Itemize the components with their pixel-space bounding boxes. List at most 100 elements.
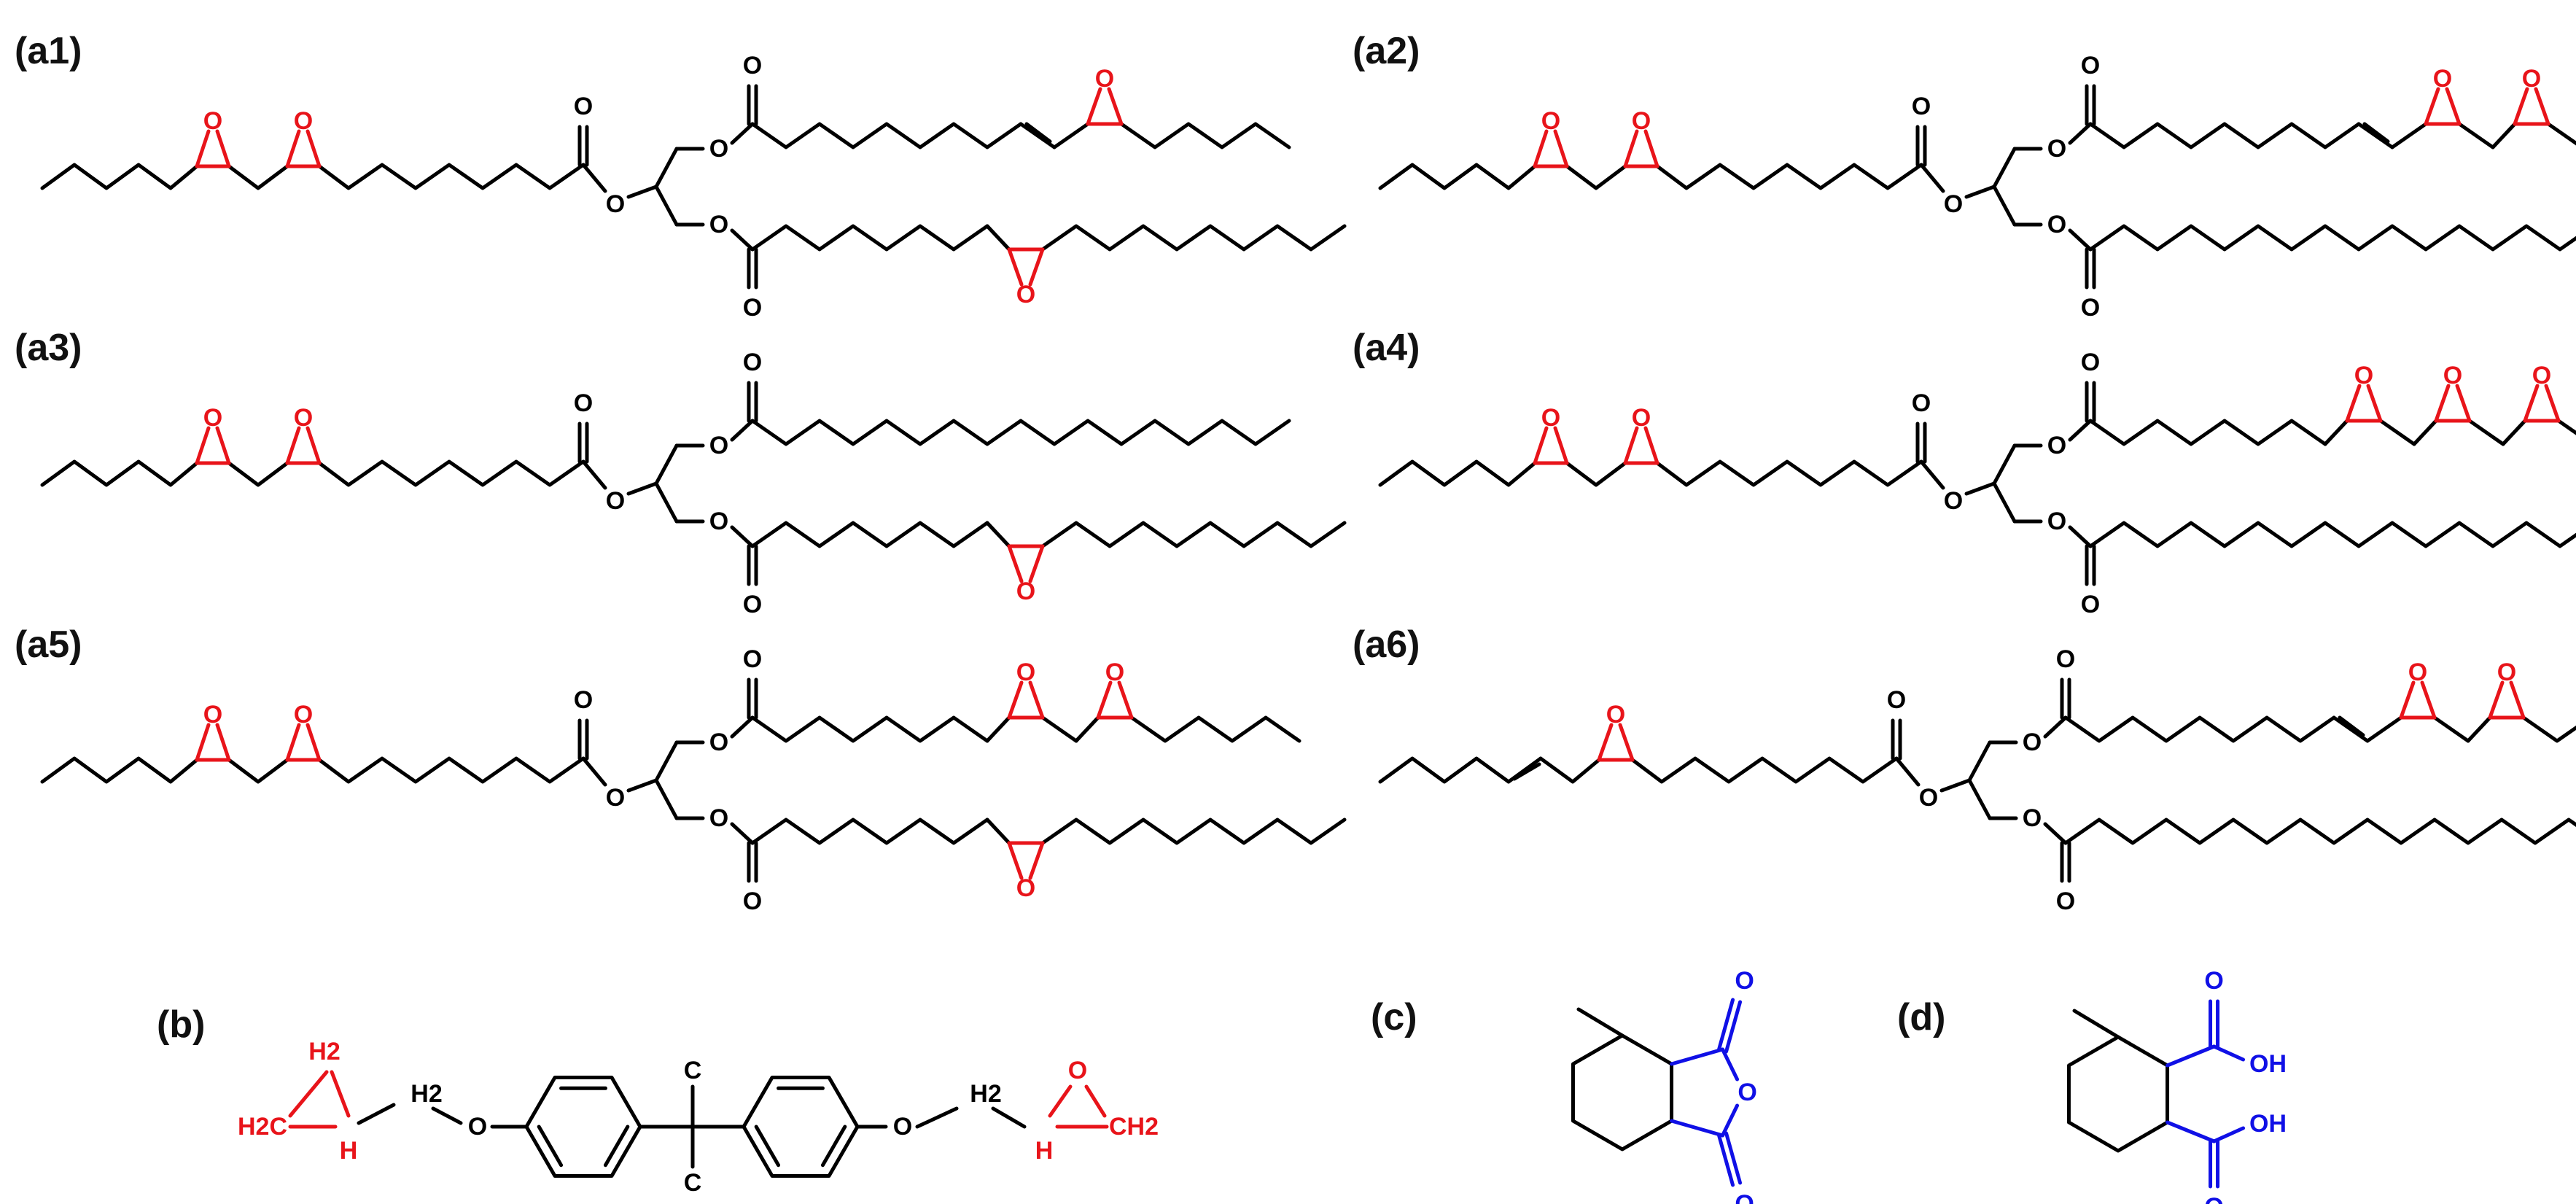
bond <box>1024 122 1052 144</box>
panel-label-d: (d) <box>1897 996 1945 1038</box>
epoxide-oxygen: O <box>1095 65 1114 93</box>
bond <box>2323 419 2349 446</box>
epoxide-oxygen: O <box>2522 65 2541 93</box>
carbonyl-oxygen: O <box>2056 888 2075 915</box>
epoxide-oxygen: O <box>2443 362 2462 389</box>
bond-chain <box>2088 521 2576 548</box>
bond <box>654 147 679 189</box>
bond <box>1964 481 1996 496</box>
bond <box>2491 122 2517 149</box>
ester-oxygen: O <box>1919 784 1938 812</box>
bond <box>2362 122 2390 144</box>
ether-oxygen: O <box>893 1113 912 1141</box>
bond <box>581 163 607 193</box>
epoxide-oxygen: O <box>1606 701 1625 729</box>
epoxide-bond <box>1597 723 1614 762</box>
bond-chain <box>1630 756 1899 784</box>
bond-chain <box>1040 224 1347 252</box>
panel-label-a1: (a1) <box>15 30 82 72</box>
carbonyl-oxygen: O <box>743 52 762 79</box>
carbonyl-oxygen: O <box>2204 1193 2223 1204</box>
bond-chain <box>317 756 585 784</box>
bond <box>2068 525 2093 548</box>
carboxyl-bond <box>2212 1044 2246 1062</box>
ether-oxygen: O <box>468 1113 487 1141</box>
bond-chain <box>2556 419 2576 435</box>
bond-chain <box>750 817 989 845</box>
epoxide-bond <box>306 723 322 762</box>
panel-label-a4: (a4) <box>1353 327 1420 369</box>
ester-oxygen: O <box>2047 135 2066 163</box>
hydrogen-label: H <box>1035 1137 1054 1165</box>
epoxide-bond <box>1643 129 1659 168</box>
epoxide-bond <box>285 723 301 762</box>
ester-oxygen: O <box>2023 804 2042 832</box>
bond <box>1992 443 2017 486</box>
epoxide-bond <box>1107 87 1124 126</box>
carbonyl-oxygen: O <box>2081 591 2100 618</box>
bond <box>626 185 658 199</box>
ester-oxygen: O <box>606 784 625 812</box>
carbonyl-oxygen: O <box>1912 93 1931 120</box>
ester-oxygen: O <box>709 135 728 163</box>
epoxide-oxygen: O <box>294 701 313 729</box>
bond-chain <box>2378 419 2416 446</box>
epoxide-bond <box>285 426 301 465</box>
bond-chain <box>750 715 989 743</box>
bond-chain <box>750 521 989 548</box>
methylene-label: H2 <box>970 1080 1001 1108</box>
bond <box>2412 419 2438 446</box>
epoxide-bond <box>1048 1084 1073 1118</box>
bond <box>1992 185 2017 227</box>
bond <box>2043 715 2068 739</box>
methyl-carbon: C <box>684 1057 702 1084</box>
carbonyl-oxygen: O <box>1735 967 1754 995</box>
carbonyl-oxygen: O <box>743 888 762 915</box>
bond-chain <box>40 163 199 190</box>
bond-chain <box>1378 163 1537 190</box>
carbonyl-bond <box>1724 1131 1743 1185</box>
bond-chain <box>1565 461 1627 487</box>
bond <box>654 443 679 486</box>
benzene-ring <box>524 1075 642 1178</box>
bond-chain <box>2088 419 2327 446</box>
ester-oxygen: O <box>2047 508 2066 535</box>
bond <box>915 1106 959 1129</box>
epoxide-oxygen: O <box>2532 362 2551 389</box>
bond-chain <box>40 756 199 784</box>
bond-chain <box>2546 122 2576 146</box>
carbonyl-oxygen: O <box>574 389 593 417</box>
bond <box>985 224 1011 252</box>
bond-chain <box>317 459 585 487</box>
bond <box>654 740 679 782</box>
bond <box>1964 185 1996 199</box>
bond <box>581 459 607 490</box>
anhydride-bond <box>1670 1047 1725 1066</box>
bond-chain <box>1129 715 1301 743</box>
bond <box>581 756 607 787</box>
carbonyl-bond <box>1717 1133 1735 1187</box>
epoxide-oxygen: O <box>1068 1057 1087 1084</box>
bond <box>730 822 755 845</box>
epoxide-bond <box>1028 247 1045 287</box>
carbonyl-oxygen: O <box>1735 1190 1754 1204</box>
hydroxyl-label: OH <box>2249 1110 2287 1138</box>
panel-label-c: (c) <box>1371 996 1417 1038</box>
panel-label-a5: (a5) <box>15 624 82 666</box>
panel-labels: (a1)(a2)(a3)(a4)(a5)(a6)(b)(c)(d) <box>15 30 1945 1046</box>
epoxide-bond <box>2345 384 2362 423</box>
ester-oxygen: O <box>709 804 728 832</box>
bond-chain <box>227 164 289 190</box>
bond-chain <box>2457 122 2495 149</box>
epoxide-oxygen: O <box>203 701 222 729</box>
epoxide-bond <box>215 723 231 762</box>
carbonyl-oxygen: O <box>2204 967 2223 995</box>
aromatic-double-bond <box>754 1125 781 1168</box>
epoxide-bond <box>2445 87 2462 126</box>
bond <box>2338 715 2365 737</box>
carboxyl-bond <box>2212 1126 2246 1143</box>
methyl-bond <box>1576 1007 1624 1038</box>
ester-oxygen: O <box>709 211 728 238</box>
epoxide-bond <box>195 426 211 465</box>
